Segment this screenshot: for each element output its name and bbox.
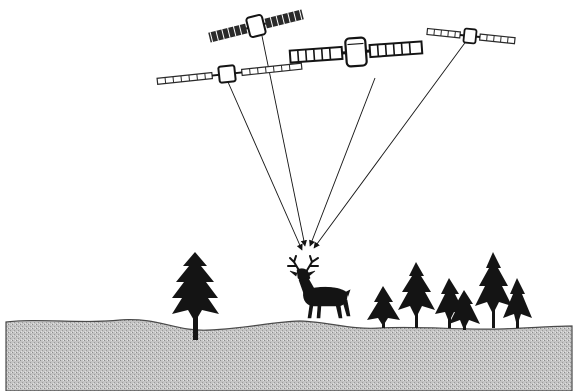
satellite-icon <box>207 5 305 48</box>
conifer-tree-icon <box>367 286 400 328</box>
conifer-tree-icon <box>398 262 435 328</box>
ground <box>6 320 572 391</box>
satellite-icon <box>427 25 516 48</box>
satellite-icon <box>289 33 423 70</box>
signal-line <box>314 40 467 248</box>
signal-line <box>310 78 375 246</box>
signal-line <box>228 82 302 250</box>
deer-icon <box>288 256 350 318</box>
